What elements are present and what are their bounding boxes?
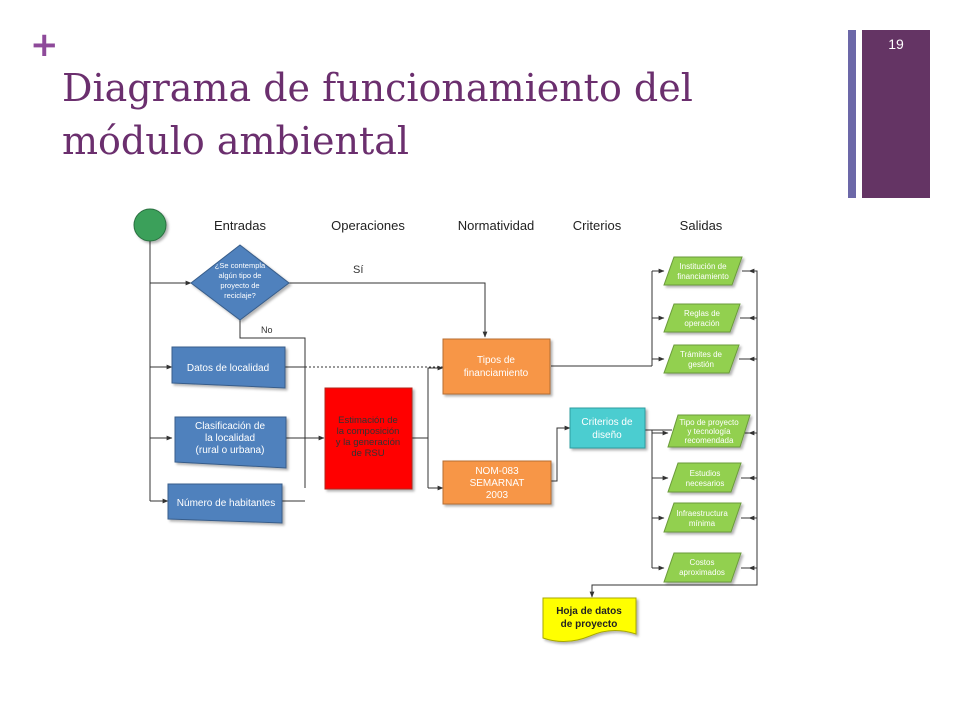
column-headers: Entradas Operaciones Normatividad Criter…: [214, 218, 723, 233]
output-reglas: Reglas de operación: [663, 303, 741, 333]
connector-lines: [149, 240, 758, 598]
criteria-label: diseño: [592, 430, 622, 441]
slide-title-line-2: módulo ambiental: [62, 119, 410, 163]
input-label: Número de habitantes: [177, 498, 275, 509]
output-label: financiamiento: [677, 272, 729, 281]
output-label: aproximados: [679, 568, 725, 577]
norm-nom-083: NOM-083 SEMARNAT 2003: [442, 460, 552, 505]
sidebar-accent-bar: [848, 30, 856, 198]
norm-label: SEMARNAT: [470, 478, 525, 489]
output-label: Trámites de: [680, 350, 722, 359]
output-costos: Costos aproximados: [663, 552, 742, 583]
header-entradas: Entradas: [214, 218, 267, 233]
decision-line: reciclaje?: [224, 291, 256, 300]
output-label: mínima: [689, 519, 716, 528]
header-normatividad: Normatividad: [458, 218, 535, 233]
output-tipo-proyecto: Tipo de proyecto y tecnología recomendad…: [667, 414, 751, 448]
output-institucion: Institución de financiamiento: [663, 256, 743, 286]
output-label: Reglas de: [684, 309, 721, 318]
document-label: Hoja de datos: [556, 606, 622, 617]
criteria-label: Criterios de: [581, 417, 633, 428]
header-operaciones: Operaciones: [331, 218, 405, 233]
norm-tipos-financiamiento: Tipos de financiamiento: [442, 338, 551, 395]
norm-label: 2003: [486, 490, 509, 501]
output-infraestructura: Infraestructura mínima: [663, 502, 742, 533]
slide-title-line-1: Diagrama de funcionamiento del: [62, 66, 693, 110]
norm-label: Tipos de: [477, 355, 515, 366]
decision-line: proyecto de: [220, 281, 259, 290]
input-clasificacion: Clasificación de la localidad (rural o u…: [174, 416, 287, 469]
header-criterios: Criterios: [573, 218, 622, 233]
process-label: la composición: [337, 426, 400, 437]
output-label: Estudios: [690, 469, 721, 478]
output-estudios: Estudios necesarios: [667, 462, 742, 493]
output-label: Costos: [690, 558, 715, 567]
process-estimacion: Estimación de la composición y la genera…: [324, 387, 413, 490]
label-si: Sí: [353, 264, 363, 276]
plus-bullet-icon: +: [30, 25, 59, 65]
decision-reciclaje: ¿Se contempla algún tipo de proyecto de …: [190, 244, 290, 321]
process-label: Estimación de: [338, 415, 398, 426]
norm-label: NOM-083: [475, 466, 519, 477]
decision-line: algún tipo de: [219, 271, 262, 280]
norm-label: financiamiento: [464, 368, 529, 379]
sidebar-bar: [862, 30, 930, 198]
input-label: Clasificación de: [195, 421, 265, 432]
input-numero-habitantes: Número de habitantes: [167, 483, 283, 524]
criteria-diseno: Criterios de diseño: [569, 407, 646, 449]
input-label: Datos de localidad: [187, 363, 269, 374]
header-salidas: Salidas: [680, 218, 723, 233]
decision-line: ¿Se contempla: [215, 261, 266, 270]
slide-number: 19: [888, 36, 904, 52]
label-no: No: [261, 325, 273, 335]
input-datos-localidad: Datos de localidad: [171, 346, 286, 389]
input-label: (rural o urbana): [196, 445, 265, 456]
input-label: la localidad: [205, 433, 255, 444]
slide-title: Diagrama de funcionamiento del módulo am…: [62, 62, 822, 168]
process-label: de RSU: [351, 448, 384, 459]
output-label: operación: [684, 319, 719, 328]
document-label: de proyecto: [561, 619, 618, 630]
output-label: Tipo de proyecto: [679, 418, 739, 427]
output-label: Institución de: [679, 262, 727, 271]
output-label: necesarios: [686, 479, 725, 488]
output-label: y tecnología: [687, 427, 731, 436]
output-label: Infraestructura: [676, 509, 728, 518]
document-hoja-datos: Hoja de datos de proyecto: [542, 597, 637, 642]
output-label: recomendada: [685, 436, 734, 445]
start-node: [133, 208, 167, 242]
output-tramites: Trámites de gestión: [663, 344, 740, 374]
process-label: y la generación: [336, 437, 400, 448]
output-label: gestión: [688, 360, 714, 369]
